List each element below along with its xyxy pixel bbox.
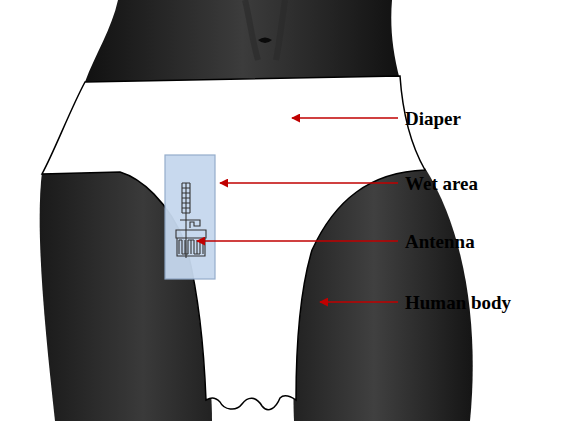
abdomen-shade: [245, 0, 285, 60]
leader-arrows: [197, 118, 398, 302]
navel: [258, 38, 272, 44]
antenna-symbol: [176, 183, 206, 258]
callout-label: Antenna: [405, 232, 475, 251]
leader-arrow: [220, 182, 398, 184]
callout-label: Human body: [405, 293, 511, 312]
callout-label: Wet area: [405, 174, 478, 193]
leader-arrow: [197, 240, 398, 242]
wet-area: [165, 155, 215, 279]
leader-arrow: [292, 117, 398, 119]
left-thigh: [40, 168, 212, 421]
torso: [85, 0, 400, 82]
diaper: [42, 76, 425, 410]
callout-label: Diaper: [405, 109, 461, 128]
leader-arrow: [320, 301, 398, 303]
